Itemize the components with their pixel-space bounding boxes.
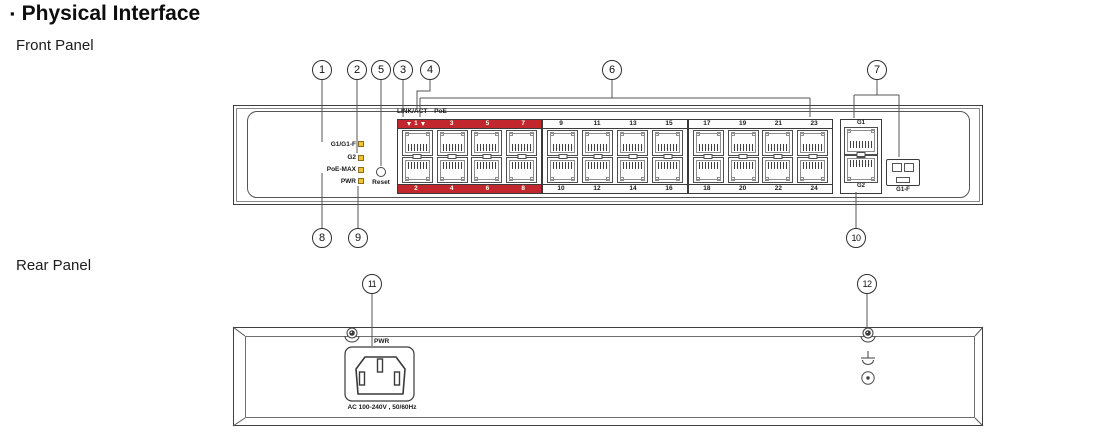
g1-rj45-port (844, 127, 878, 158)
page-title: ▪ Physical Interface (10, 2, 200, 26)
rj45-port-2 (401, 154, 433, 184)
callout-3: 3 (393, 60, 413, 80)
port-group-3: 17 19 21 23 18 20 22 24 (688, 119, 833, 194)
g2-port-label: G2 (856, 183, 865, 189)
rj45-port-7 (506, 129, 538, 159)
rj45-port-21 (762, 129, 794, 159)
port-led-header: LINK/ACT PoE (397, 108, 447, 115)
led-label-g2: G2 (347, 154, 356, 161)
port-number: 23 (810, 120, 818, 127)
sfp-tab (896, 177, 910, 183)
led-indicator (358, 178, 364, 184)
port-number: 18 (703, 185, 711, 192)
port-number: 8 (521, 185, 525, 192)
rj45-port-6 (471, 154, 503, 184)
ac-rating-label: AC 100-240V , 50/60Hz (347, 404, 417, 411)
rj45-port-3 (436, 129, 468, 159)
sfp-latch (892, 163, 914, 172)
port-number: 10 (557, 185, 565, 192)
square-bullet-icon: ▪ (10, 6, 15, 21)
rj45-port-14 (617, 154, 648, 184)
front-panel-label: Front Panel (16, 37, 94, 54)
rj45-port-19 (727, 129, 759, 159)
uplink-port-block: G1 G2 (840, 119, 882, 194)
led-label-poe-max: PoE-MAX (326, 166, 356, 173)
port-number: 15 (665, 120, 673, 127)
callout-4: 4 (420, 60, 440, 80)
rj45-port-16 (652, 154, 683, 184)
rj45-port-5 (471, 129, 503, 159)
callout-6: 6 (602, 60, 622, 80)
led-label-pwr: PWR (340, 177, 356, 185)
callout-12: 12 (857, 274, 877, 294)
reset-button (376, 167, 386, 177)
rj45-port-23 (797, 129, 829, 159)
port-number: 19 (739, 120, 747, 127)
rear-panel-label: Rear Panel (16, 257, 92, 274)
rj45-port-g1 (844, 127, 878, 158)
rj45-port-10 (547, 154, 578, 184)
rj45-port-15 (652, 129, 683, 159)
power-inlet-label: PWR (374, 338, 390, 345)
callout-10: 10 (846, 228, 866, 248)
rj45-port-13 (617, 129, 648, 159)
port-number: 2 (414, 185, 418, 192)
port-group-1: 1 3 5 7 2 4 6 8 (397, 119, 542, 194)
rj45-port-8 (506, 154, 538, 184)
port-number: 22 (774, 185, 782, 192)
port-number: 14 (629, 185, 637, 192)
rj45-port-9 (547, 129, 578, 159)
port-number: 20 (739, 185, 747, 192)
port-number: 4 (449, 185, 454, 192)
rj45-port-g2 (844, 152, 878, 183)
callout-8: 8 (312, 228, 332, 248)
led-indicator (358, 166, 364, 173)
rj45-port-18 (692, 154, 724, 184)
g2-rj45-port (844, 152, 878, 183)
reset-label: Reset (372, 179, 390, 186)
port-number: 21 (774, 120, 782, 127)
port-group-2: 9 11 13 15 10 12 14 16 (542, 119, 688, 194)
rj45-port-22 (762, 154, 794, 184)
sfp-port-label: G1-F (896, 187, 910, 193)
callout-9: 9 (348, 228, 368, 248)
port-number: 12 (593, 185, 601, 192)
port-number: 13 (629, 120, 637, 127)
led-indicator (358, 154, 364, 161)
port-number: 16 (665, 185, 673, 192)
rj45-port-17 (692, 129, 724, 159)
port-number: 6 (485, 185, 490, 192)
rj45-port-11 (582, 129, 613, 159)
rj45-port-1 (401, 129, 433, 159)
callout-2: 2 (347, 60, 367, 80)
port-number: 24 (810, 185, 818, 192)
port-number: 9 (559, 120, 563, 127)
rj45-port-4 (436, 154, 468, 184)
port-number: 7 (521, 120, 525, 127)
port-number: 3 (449, 120, 454, 127)
callout-5: 5 (371, 60, 391, 80)
rj45-port-24 (797, 154, 829, 184)
callout-1: 1 (312, 60, 332, 80)
rj45-port-12 (582, 154, 613, 184)
sfp-slot (886, 159, 920, 186)
led-indicator (358, 141, 364, 147)
rj45-port-20 (727, 154, 759, 184)
g1-port-label: G1 (856, 120, 865, 126)
callout-11: 11 (362, 274, 382, 294)
led-label-g1-g1-f: G1/G1-F (330, 140, 356, 148)
link-act-led-icon (407, 122, 412, 126)
port-number: 17 (703, 120, 711, 127)
port-number: 5 (485, 120, 490, 127)
port-number: 11 (593, 120, 601, 127)
poe-led-icon (420, 122, 425, 126)
callout-7: 7 (867, 60, 887, 80)
page-title-text: Physical Interface (21, 2, 201, 25)
port-number: 1 (398, 120, 434, 128)
